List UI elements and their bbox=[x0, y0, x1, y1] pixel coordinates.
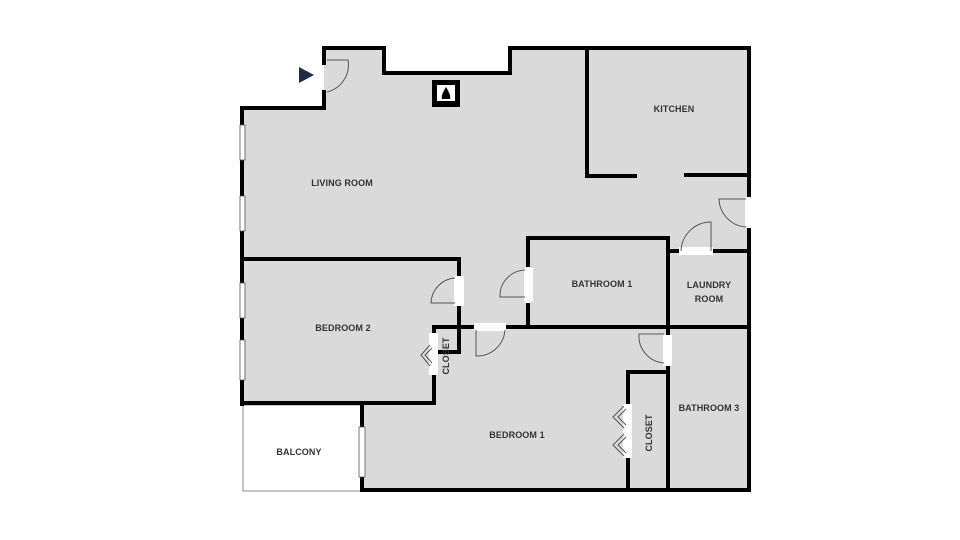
closet-door-bifold bbox=[612, 405, 627, 429]
room-label-bathroom-3: BATHROOM 3 bbox=[678, 403, 740, 413]
bedroom-2-bottom-wall bbox=[240, 373, 436, 405]
door-openings bbox=[429, 197, 753, 458]
room-label-bathroom-1: BATHROOM 1 bbox=[571, 279, 633, 289]
door-swings bbox=[326, 59, 747, 457]
entry-arrow-icon bbox=[299, 67, 314, 83]
outer-wall-top bbox=[322, 46, 751, 199]
room-label-balcony: BALCONY bbox=[276, 447, 322, 457]
entry-door-swing bbox=[326, 59, 349, 93]
closet-door-bifold bbox=[420, 344, 433, 367]
room-label-living-room: LIVING ROOM bbox=[311, 178, 373, 188]
window bbox=[239, 282, 246, 319]
window bbox=[239, 124, 246, 161]
window bbox=[239, 339, 246, 381]
kitchen-wall bbox=[585, 47, 637, 178]
room-label-closet-bedroom-2: CLOSET bbox=[441, 337, 451, 375]
windows bbox=[239, 124, 366, 478]
fireplace-icon bbox=[432, 80, 460, 107]
window bbox=[358, 426, 366, 478]
window bbox=[239, 195, 246, 232]
room-label-closet-bedroom-1: CLOSET bbox=[644, 414, 654, 452]
room-label-kitchen: KITCHEN bbox=[653, 104, 695, 114]
room-label-bedroom-2: BEDROOM 2 bbox=[315, 323, 371, 333]
main-floor bbox=[242, 48, 750, 490]
closet-door-bifold bbox=[612, 433, 627, 457]
room-label-bedroom-1: BEDROOM 1 bbox=[489, 430, 545, 440]
